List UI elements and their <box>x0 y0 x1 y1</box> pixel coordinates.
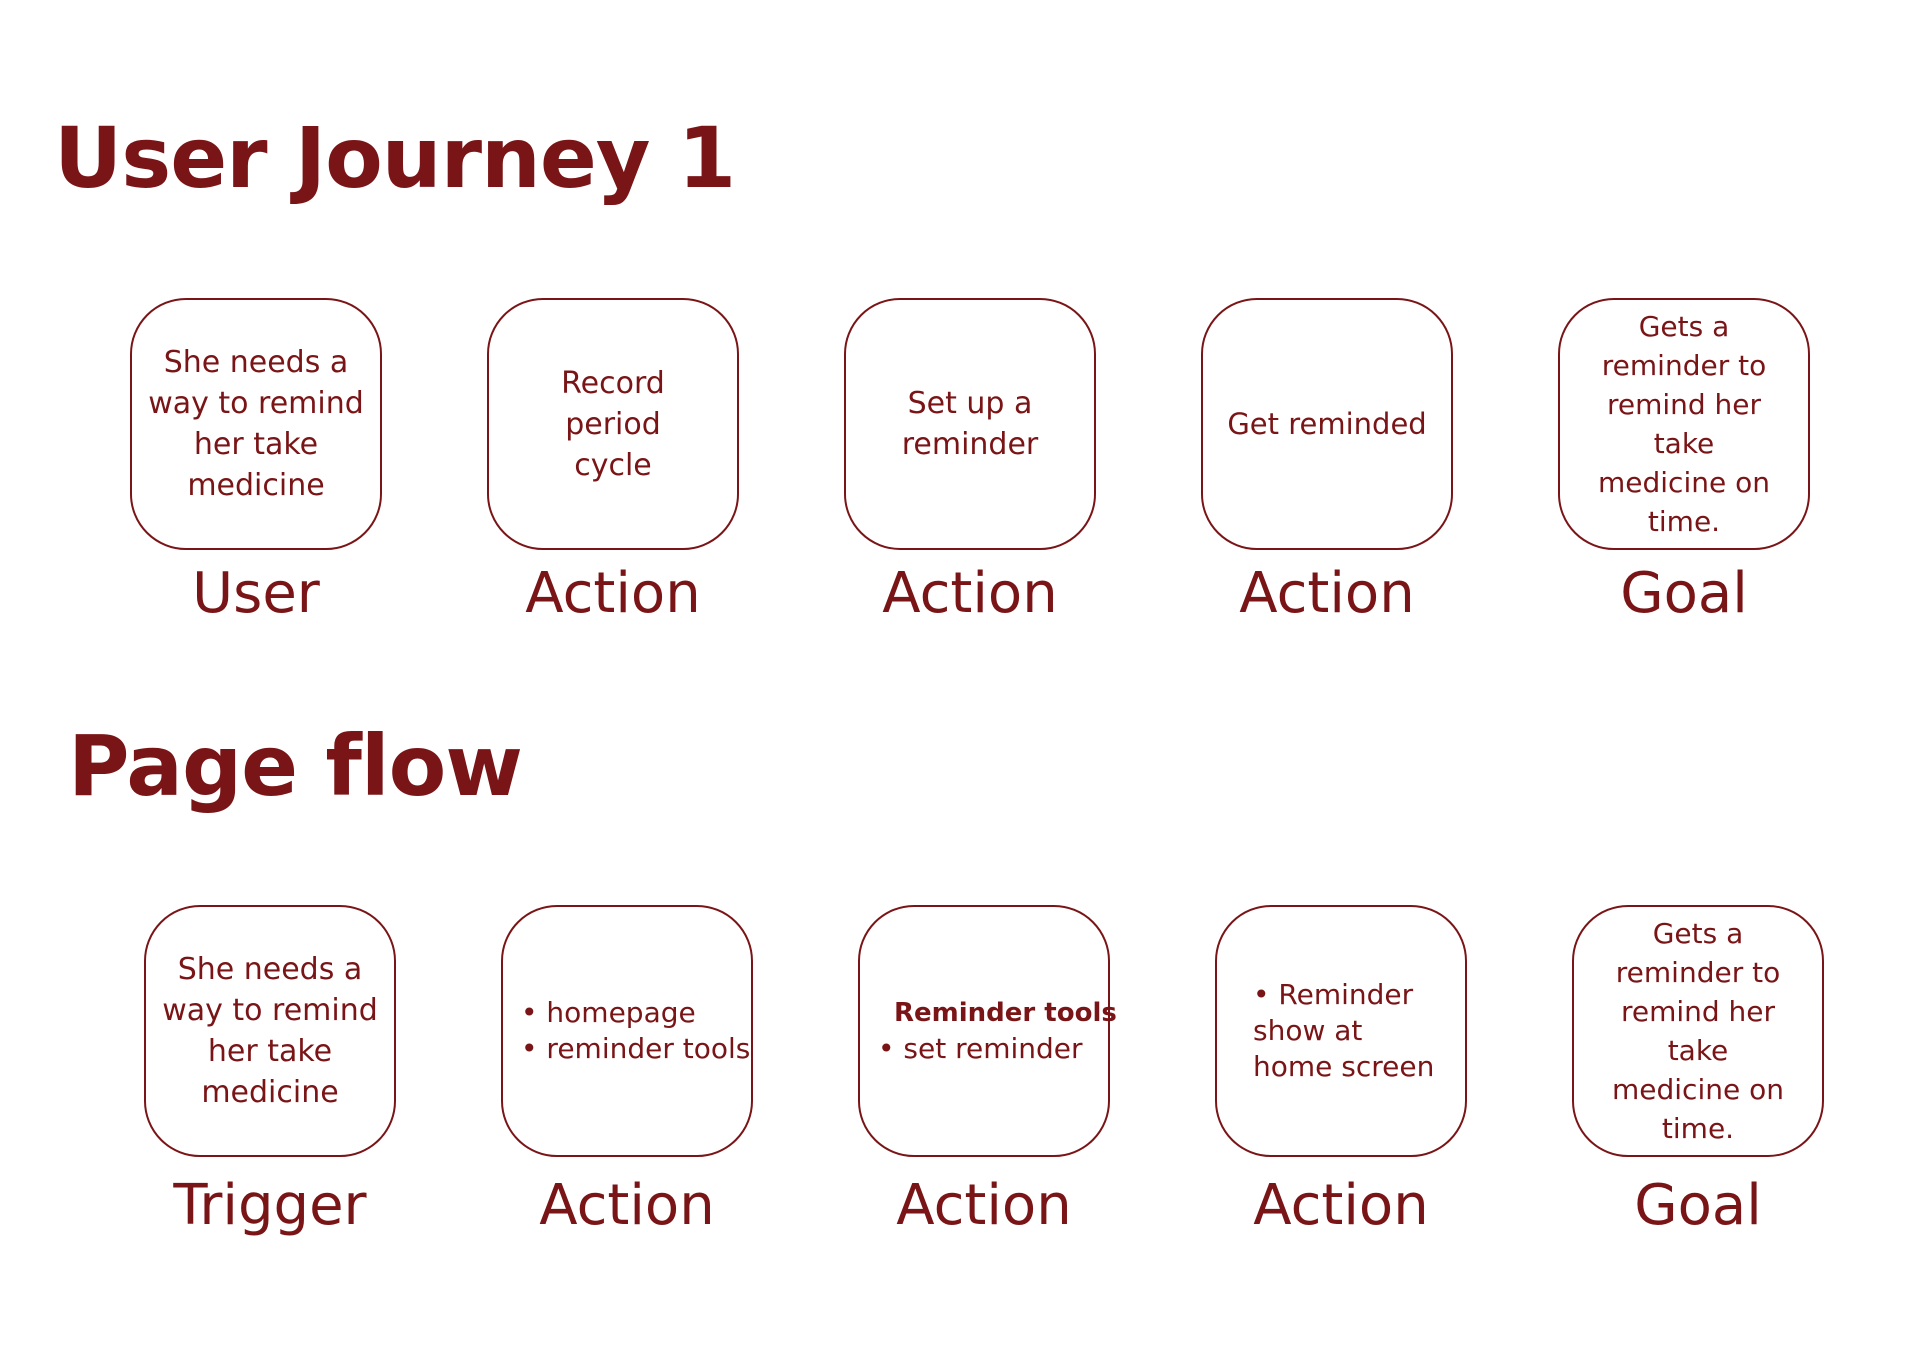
flow-card-text: Gets a reminder to remind her take medic… <box>1612 917 1784 1145</box>
flow-label-action-1: Action <box>539 1173 715 1238</box>
list-item: • set reminder <box>878 1032 1083 1065</box>
flow-label-action-2: Action <box>896 1173 1072 1238</box>
flow-card-action-2: Reminder tools • set reminder <box>858 905 1117 1157</box>
flow-card-action-1: • homepage • reminder tools <box>501 905 753 1157</box>
journey-card-action-1: Record period cycle <box>487 298 739 550</box>
flow-label-trigger: Trigger <box>173 1173 367 1238</box>
journey-card-goal: Gets a reminder to remind her take medic… <box>1558 298 1810 550</box>
journey-card-text: Gets a reminder to remind her take medic… <box>1598 310 1770 538</box>
journey-label-goal: Goal <box>1620 561 1748 626</box>
flow-card-bullets: Reminder tools • set reminder <box>860 995 1117 1067</box>
journey-title: User Journey 1 <box>54 109 736 207</box>
journey-label-action-1: Action <box>525 561 701 626</box>
journey-card-user: She needs a way to remind her take medic… <box>130 298 382 550</box>
journey-card-text: Record period cycle <box>561 365 665 483</box>
journey-card-action-2: Set up a reminder <box>844 298 1096 550</box>
journey-card-action-3: Get reminded <box>1201 298 1453 550</box>
flow-card-bullets: • homepage • reminder tools <box>503 995 751 1067</box>
list-item: • reminder tools <box>521 1032 751 1065</box>
journey-label-action-2: Action <box>882 561 1058 626</box>
journey-label-user: User <box>192 561 320 626</box>
flow-card-bullets: • Reminder show at home screen <box>1217 977 1465 1085</box>
list-item: • Reminder show at home screen <box>1253 978 1435 1083</box>
journey-card-text: She needs a way to remind her take medic… <box>148 345 364 503</box>
journey-card-text: Get reminded <box>1227 406 1427 441</box>
journey-card-text: Set up a reminder <box>901 386 1039 462</box>
flow-label-action-3: Action <box>1253 1173 1429 1238</box>
list-item: • homepage <box>521 996 696 1029</box>
flow-card-trigger: She needs a way to remind her take medic… <box>144 905 396 1157</box>
page-flow-title: Page flow <box>68 717 523 815</box>
flow-card-heading: Reminder tools <box>894 998 1117 1028</box>
flow-card-action-3: • Reminder show at home screen <box>1215 905 1467 1157</box>
journey-label-action-3: Action <box>1239 561 1415 626</box>
flow-label-goal: Goal <box>1634 1173 1762 1238</box>
flow-card-goal: Gets a reminder to remind her take medic… <box>1572 905 1824 1157</box>
flow-card-text: She needs a way to remind her take medic… <box>162 952 378 1110</box>
